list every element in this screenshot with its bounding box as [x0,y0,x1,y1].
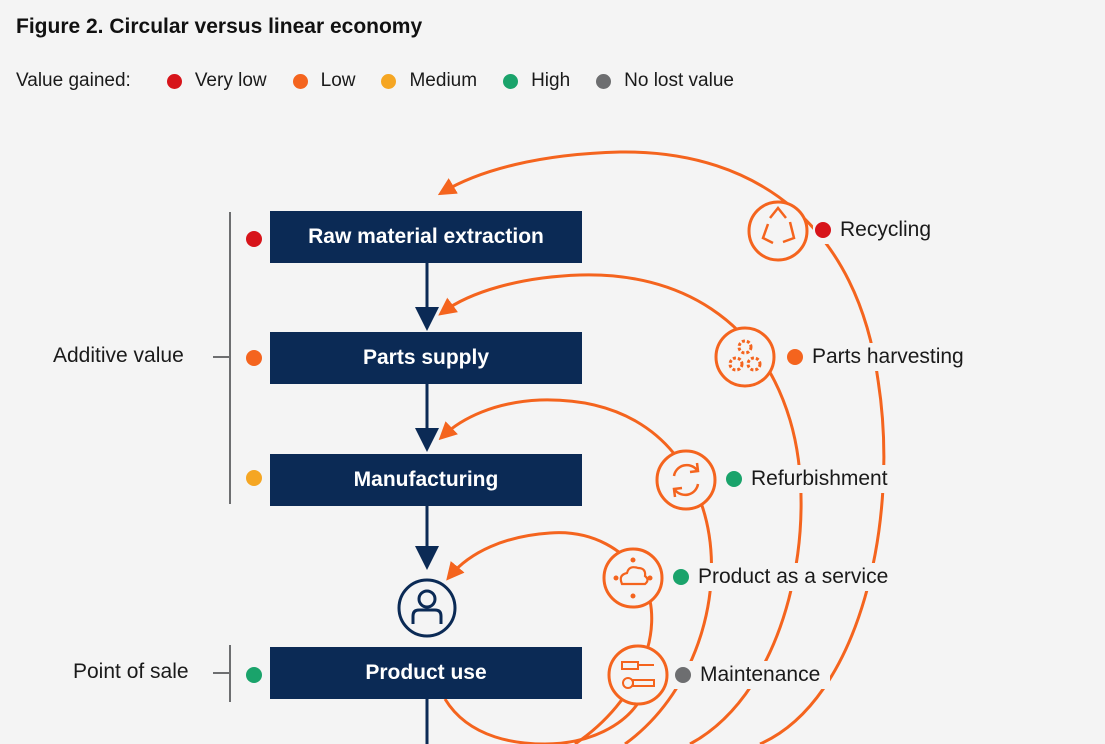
loop-text-product-as-a-service: Product as a service [698,565,889,588]
step-product-use: Product use [270,647,582,699]
legend-text-high: High [531,70,571,91]
step-value-dot-raw-material [246,231,262,247]
loop-arc-recycling [437,150,886,744]
cloud-network-icon [602,547,664,609]
legend-text-no-lost-value: No lost value [624,70,734,91]
loop-dot-recycling [815,222,831,238]
legend-dot-low [292,73,308,89]
recycle-icon [747,200,809,262]
legend-dot-very-low [166,73,182,89]
legend: Value gained: Very low Low Medium High N… [16,70,760,92]
loop-label-recycling: Recycling [813,216,942,244]
legend-item-no-lost-value: No lost value [596,70,734,92]
gears-icon [714,326,776,388]
legend-dot-medium [381,73,397,89]
loop-label-product-as-a-service: Product as a service [671,563,899,591]
figure-title: Figure 2. Circular versus linear economy [16,15,423,38]
loop-dot-parts-harvesting [787,349,803,365]
loop-text-recycling: Recycling [840,218,932,241]
loop-arc-maintenance [443,698,642,744]
step-value-dot-product-use [246,667,262,683]
step-value-dot-manufacturing [246,470,262,486]
loop-text-parts-harvesting: Parts harvesting [812,345,964,368]
step-value-dot-parts-supply [246,350,262,366]
legend-label: Value gained: [16,70,131,91]
step-manufacturing: Manufacturing [270,454,582,506]
loop-arc-refurbishment [438,398,713,744]
step-parts-supply: Parts supply [270,332,582,384]
legend-text-very-low: Very low [194,70,267,91]
point-of-sale-label: Point of sale [73,660,189,683]
additive-value-label: Additive value [53,344,184,367]
person-icon [397,578,457,638]
legend-dot-high [503,73,519,89]
loop-label-parts-harvesting: Parts harvesting [785,343,974,371]
refresh-icon [655,449,717,511]
legend-text-medium: Medium [409,70,478,91]
loop-label-refurbishment: Refurbishment [724,465,898,493]
loop-dot-refurbishment [726,471,742,487]
loop-text-refurbishment: Refurbishment [751,467,888,490]
legend-dot-no-lost-value [596,73,612,89]
legend-item-medium: Medium [381,70,477,92]
legend-item-high: High [503,70,570,92]
loop-dot-product-as-a-service [673,569,689,585]
loop-text-maintenance: Maintenance [700,663,821,686]
tools-icon [607,644,669,706]
legend-item-low: Low [292,70,356,92]
step-raw-material-extraction: Raw material extraction [270,211,582,263]
legend-item-very-low: Very low [166,70,267,92]
legend-text-low: Low [320,70,356,91]
loop-dot-maintenance [675,667,691,683]
loop-label-maintenance: Maintenance [673,661,831,689]
